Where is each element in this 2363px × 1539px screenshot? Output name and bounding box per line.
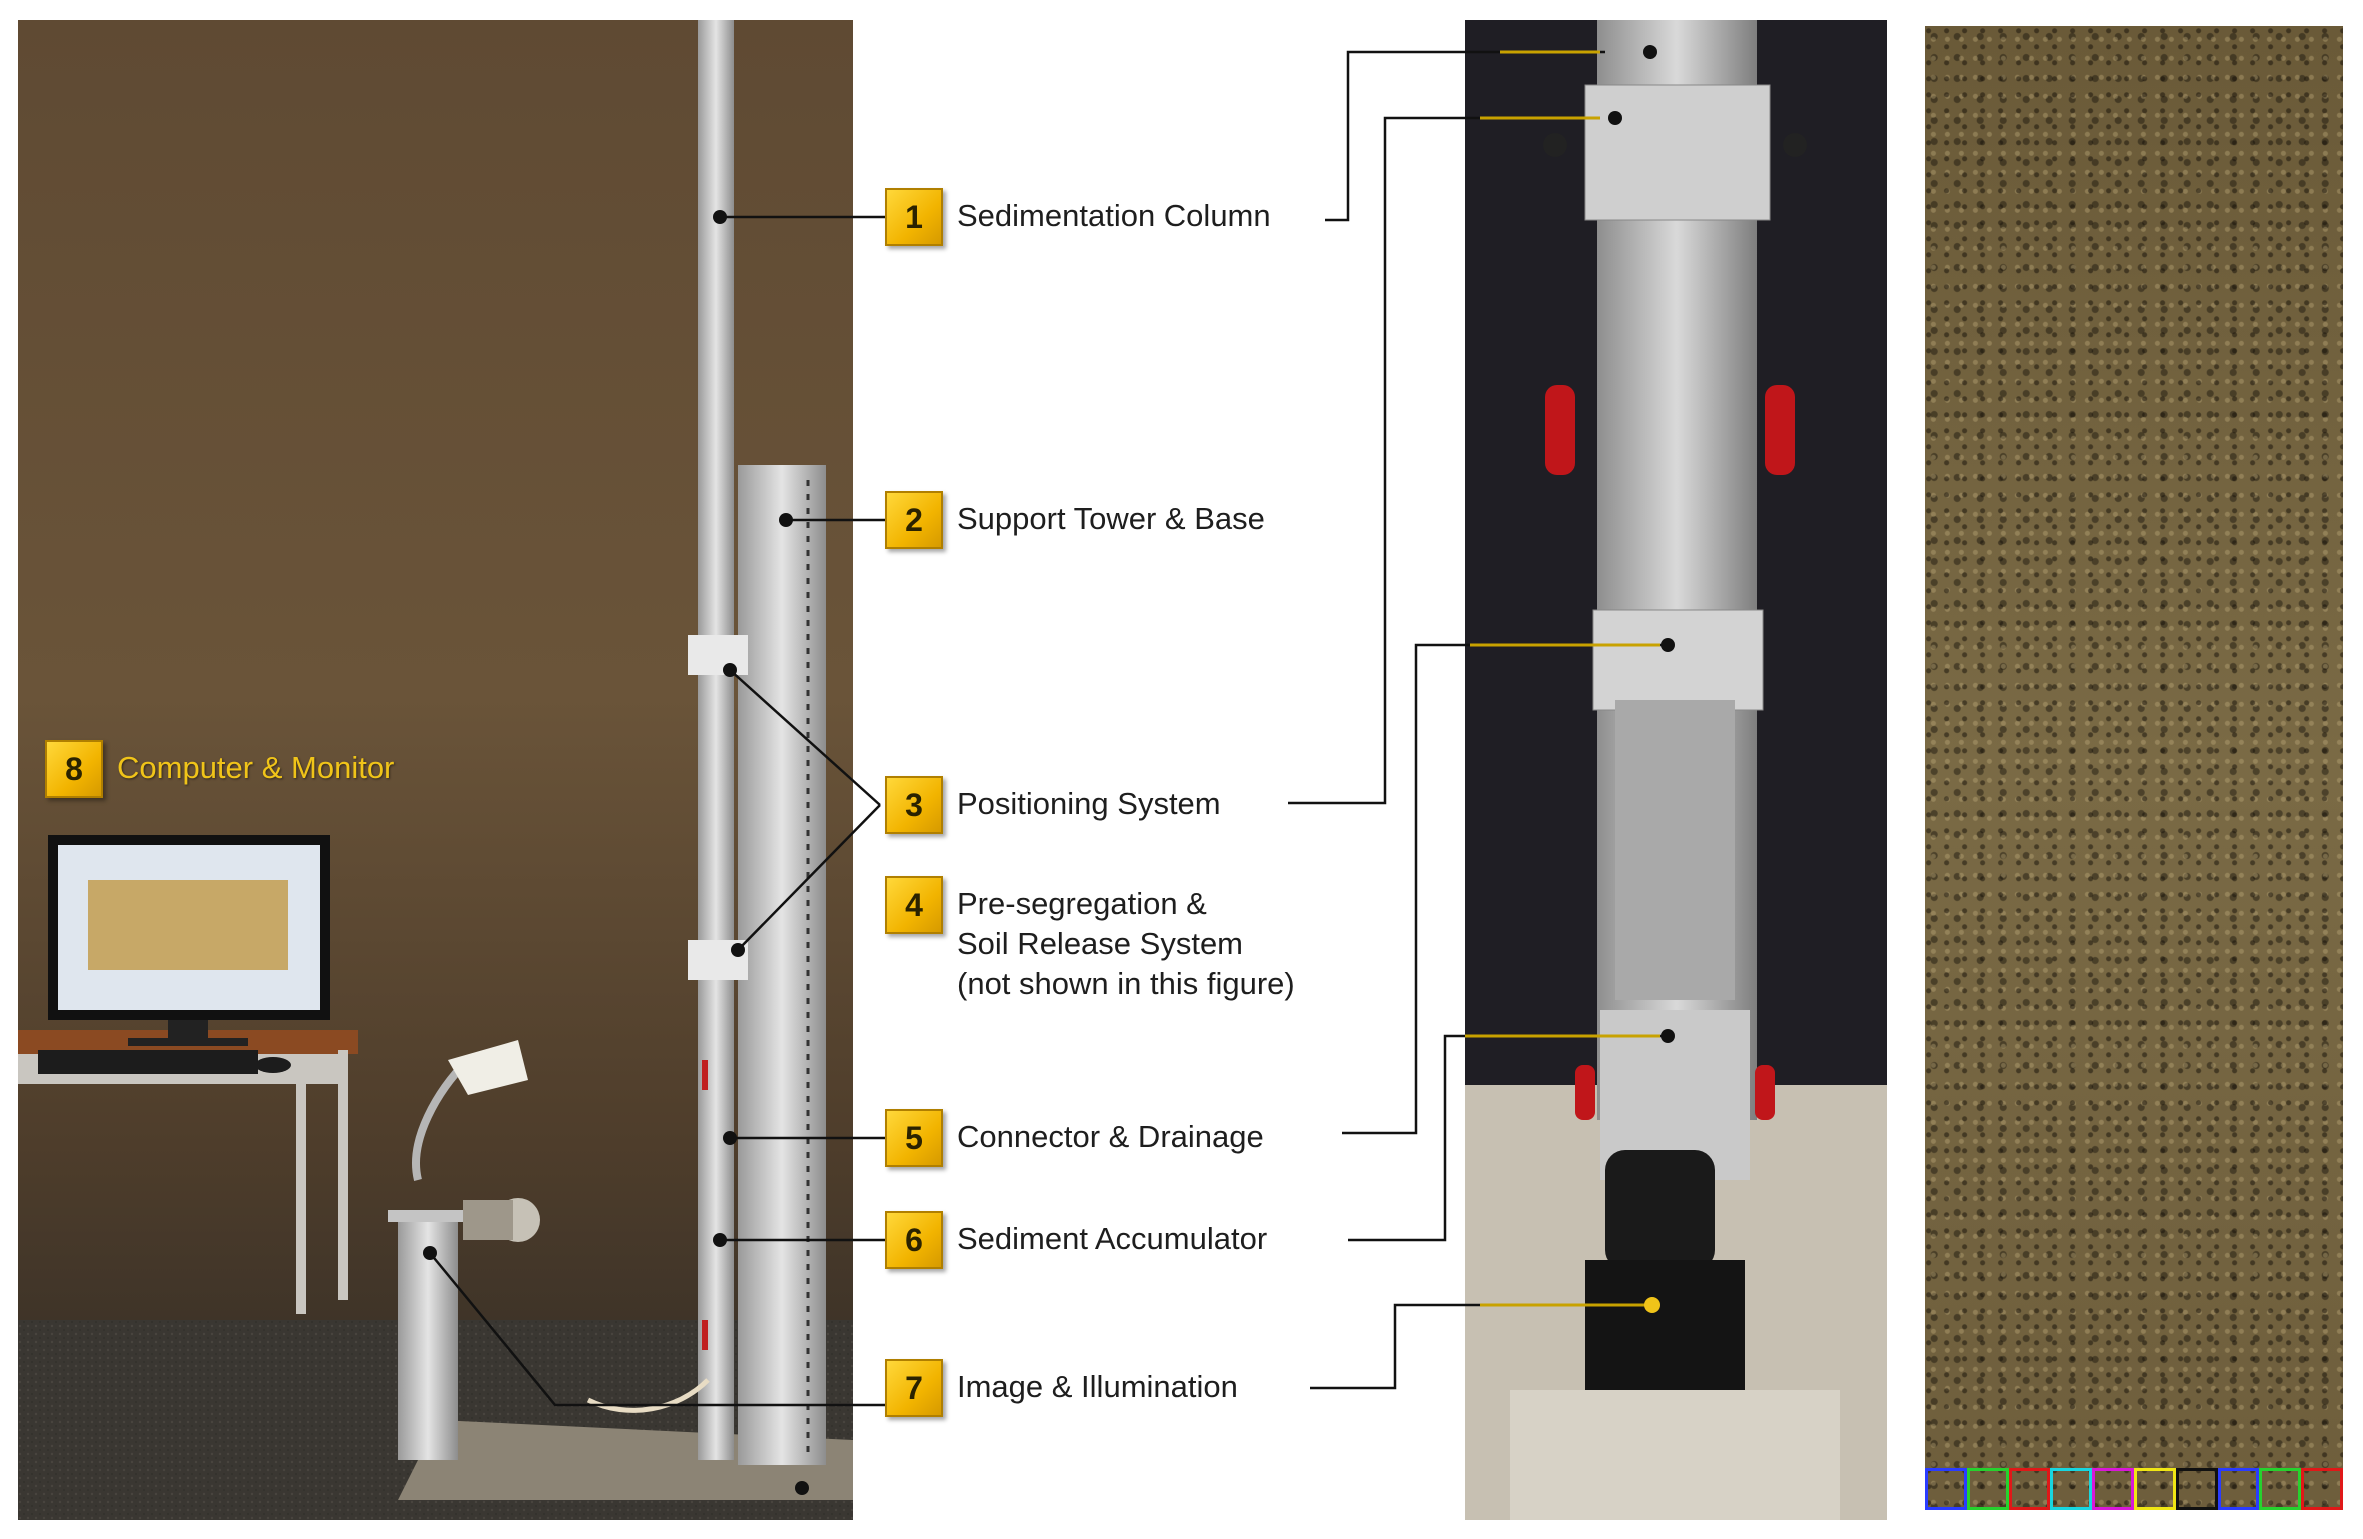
- column-closeup-illustration: [1465, 20, 1887, 1520]
- roi-box: [2301, 1468, 2343, 1510]
- callout-8: 8 Computer & Monitor: [45, 740, 394, 798]
- callout-badge: 4: [885, 876, 943, 934]
- roi-box: [2175, 1468, 2218, 1510]
- roi-box: [2092, 1468, 2134, 1510]
- callout-label: Computer & Monitor: [117, 750, 395, 785]
- callout-label: Sedimentation Column: [957, 198, 1271, 233]
- roi-box: [1925, 1468, 1967, 1510]
- callout-1: 1 Sedimentation Column: [885, 188, 1271, 246]
- roi-box: [2217, 1468, 2260, 1510]
- roi-box: [2008, 1468, 2051, 1510]
- callout-6: 6 Sediment Accumulator: [885, 1211, 1267, 1269]
- callout-2: 2 Support Tower & Base: [885, 491, 1265, 549]
- callout-badge: 8: [45, 740, 103, 798]
- callout-badge: 3: [885, 776, 943, 834]
- callout-label: Pre-segregation & Soil Release System (n…: [957, 876, 1295, 1004]
- callout-label: Sediment Accumulator: [957, 1221, 1268, 1256]
- callout-label: Support Tower & Base: [957, 501, 1265, 536]
- callout-5: 5 Connector & Drainage: [885, 1109, 1264, 1167]
- callout-label-line: Pre-segregation &: [957, 886, 1207, 921]
- column-closeup-photo: [1465, 20, 1887, 1520]
- roi-box: [2259, 1468, 2302, 1510]
- callout-badge: 2: [885, 491, 943, 549]
- callout-badge: 1: [885, 188, 943, 246]
- roi-strip: [1925, 1468, 2343, 1510]
- callout-label: Connector & Drainage: [957, 1119, 1264, 1154]
- callout-label: Positioning System: [957, 786, 1221, 821]
- callout-3: 3 Positioning System: [885, 776, 1221, 834]
- roi-box: [2050, 1468, 2093, 1510]
- callout-badge: 5: [885, 1109, 943, 1167]
- callout-4: 4 Pre-segregation & Soil Release System …: [885, 876, 1295, 1004]
- roi-box: [2133, 1468, 2176, 1510]
- callout-7: 7 Image & Illumination: [885, 1359, 1238, 1417]
- callout-badge: 7: [885, 1359, 943, 1417]
- callout-label-line: (not shown in this figure): [957, 966, 1295, 1001]
- sediment-image: [1925, 26, 2343, 1510]
- callout-label-line: Soil Release System: [957, 926, 1244, 961]
- roi-box: [1966, 1468, 2009, 1510]
- callout-badge: 6: [885, 1211, 943, 1269]
- callout-label: Image & Illumination: [957, 1369, 1238, 1404]
